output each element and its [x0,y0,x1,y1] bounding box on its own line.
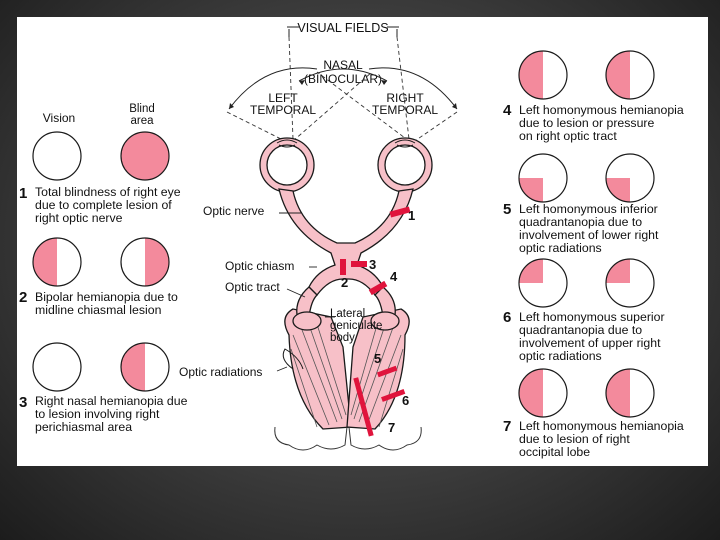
lesion-1-line-2: due to complete lesion of [35,198,172,212]
lesion-1-line-1: Total blindness of right eye [35,185,181,199]
lesion-3-description: 3 Right nasal hemianopia due to lesion i… [19,394,188,434]
nasal-label: NASAL [323,58,363,72]
field-7-vision [518,368,568,418]
field-6-vision [518,258,568,308]
lesion-3-line-2: to lesion involving right [35,407,160,421]
field-1-vision [32,131,82,181]
lgb-label-1: Lateral [330,308,365,320]
lesion-5-description: 5 Left homonymous inferior quadrantanopi… [503,201,659,255]
lesion-bar-3 [351,261,367,267]
blind-area-header-2: area [130,115,154,127]
lesion-bar-7 [353,377,374,437]
field-2-blind [120,237,170,287]
field-3-vision [32,342,82,392]
field-lines [226,36,458,146]
lesion-7-number: 7 [503,418,511,435]
right-field-circles [518,50,655,418]
optic-nerve-label: Optic nerve [203,204,265,218]
lesion-7-description: 7 Left homonymous hemianopia due to lesi… [503,418,684,459]
lesion-7-line-1: Left homonymous hemianopia [519,419,684,433]
field-5-vision [518,153,568,203]
left-temporal-label-2: TEMPORAL [250,103,316,117]
lesion-4-line-1: Left homonymous hemianopia [519,103,684,117]
lesion-4-line-2: due to lesion or pressure [519,116,655,130]
field-7-blind [605,368,655,418]
optic-chiasm-label: Optic chiasm [225,259,294,273]
visual-pathway [259,137,433,451]
blind-area-header-1: Blind [129,103,155,115]
visual-fields-title: VISUAL FIELDS [297,21,388,35]
lesion-2-line-1: Bipolar hemianopia due to [35,290,178,304]
lesion-6-description: 6 Left homonymous superior quadrantanopi… [503,309,665,363]
field-4-vision [518,50,568,100]
visual-fields-header: VISUAL FIELDS NASAL (BINOCULAR) LEFT TEM… [226,21,458,146]
slide: VISUAL FIELDS NASAL (BINOCULAR) LEFT TEM… [17,17,708,466]
visual-pathway-diagram: VISUAL FIELDS NASAL (BINOCULAR) LEFT TEM… [19,21,684,459]
lesion-6-line-3: involvement of upper right [519,336,661,350]
optic-radiations-fan [284,308,352,430]
lesion-7-line-3: occipital lobe [519,445,590,459]
lesion-num-7: 7 [388,420,395,435]
lesion-6-number: 6 [503,309,511,326]
lesion-5-line-4: optic radiations [519,241,602,255]
lesion-5-number: 5 [503,201,511,218]
lesion-6-line-2: quadrantanopia due to [519,323,642,337]
right-temporal-label-1: RIGHT [386,91,424,105]
lesion-bar-5 [376,365,398,378]
lesion-5-line-3: involvement of lower right [519,228,659,242]
anatomy-leaders [276,212,335,372]
binocular-label: (BINOCULAR) [304,72,382,86]
lesion-6-line-4: optic radiations [519,349,602,363]
optic-tract-label: Optic tract [225,280,280,294]
lesion-2-number: 2 [19,289,27,306]
lesion-5-line-2: quadrantanopia due to [519,215,642,229]
lesion-bar-6 [381,389,406,402]
lesion-2-line-2: midline chiasmal lesion [35,303,162,317]
lesion-numbers: 1 2 3 4 5 6 7 [341,208,415,435]
lesion-7-line-2: due to lesion of right [519,432,630,446]
lesion-1-line-3: right optic nerve [35,211,123,225]
field-5-blind [605,153,655,203]
optic-radiations-label: Optic radiations [179,365,262,379]
lesion-num-2: 2 [341,275,348,290]
lgb-label-2: geniculate [330,320,382,332]
field-3-blind [120,342,170,392]
lesion-num-6: 6 [402,393,409,408]
lesion-1-number: 1 [19,185,27,202]
lesion-5-line-1: Left homonymous inferior [519,202,658,216]
field-4-blind [605,50,655,100]
lesion-3-number: 3 [19,394,27,411]
lesion-3-line-3: perichiasmal area [35,420,132,434]
lesion-4-line-3: on right optic tract [519,129,617,143]
left-field-circles [32,131,170,392]
lesion-2-description: 2 Bipolar hemianopia due to midline chia… [19,289,178,317]
field-6-blind [605,258,655,308]
lesion-marks [340,206,411,437]
lesion-num-5: 5 [374,351,381,366]
lesion-3-line-1: Right nasal hemianopia due [35,394,188,408]
field-2-vision [32,237,82,287]
lesion-num-4: 4 [390,269,398,284]
lesion-4-description: 4 Left homonymous hemianopia due to lesi… [503,102,684,143]
lesion-num-3: 3 [369,257,376,272]
lesion-bar-1 [389,206,411,218]
lgb-label-3: body [330,332,355,344]
vision-column-header: Vision [43,111,75,125]
lesion-6-line-1: Left homonymous superior [519,310,665,324]
lesion-num-1: 1 [408,208,415,223]
lesion-bar-2 [340,259,346,275]
lesion-1-description: 1 Total blindness of right eye due to co… [19,185,181,225]
lesion-bar-4 [368,280,388,296]
field-1-blind [120,131,170,181]
lesion-4-number: 4 [503,102,512,119]
